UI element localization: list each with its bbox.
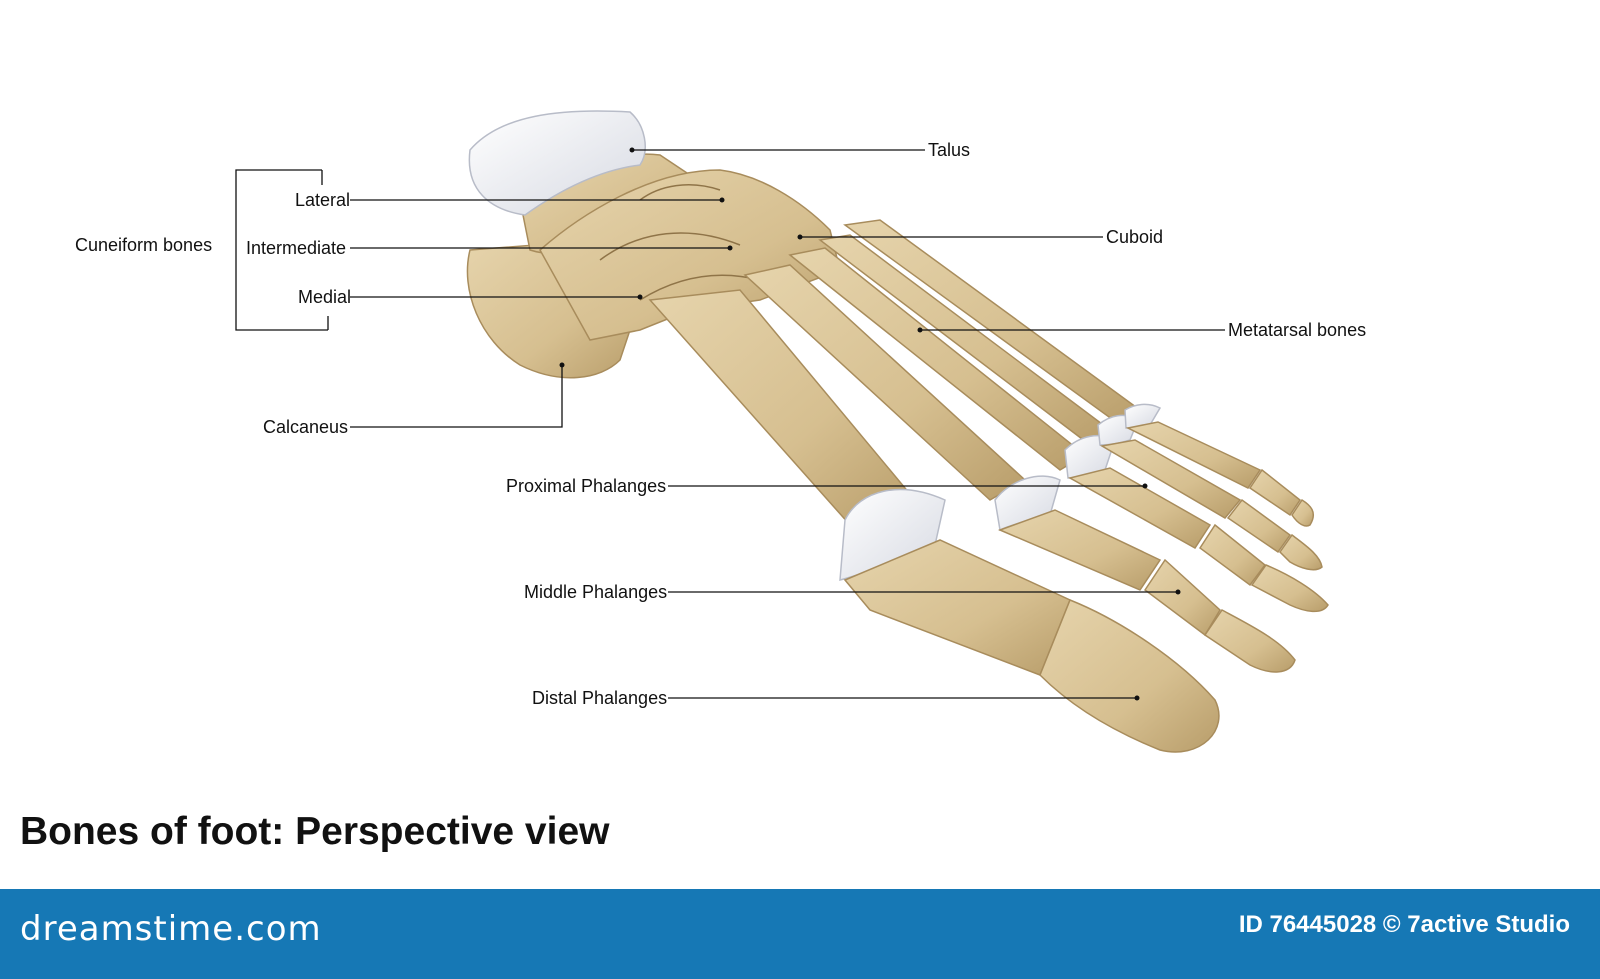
- label-distal-phalanges: Distal Phalanges: [532, 688, 668, 708]
- foot-bones-illustration: [235, 110, 1329, 753]
- label-metatarsal-bones: Metatarsal bones: [1228, 320, 1367, 340]
- label-talus: Talus: [928, 140, 971, 160]
- brand-logo-text[interactable]: dreamstime.com: [20, 909, 322, 949]
- label-medial: Medial: [298, 287, 352, 307]
- footer-bar: dreamstime.com ID 76445028 © 7active Stu…: [0, 889, 1600, 979]
- diagram-title: Bones of foot: Perspective view: [20, 810, 610, 853]
- foot-diagram: Talus Lateral Cuboid Cuneiform bones Int…: [75, 110, 1367, 753]
- middle-phalanges: [1143, 468, 1302, 637]
- leader-dots: [559, 147, 1181, 701]
- label-middle-phalanges: Middle Phalanges: [524, 582, 668, 602]
- leader-calcaneus: [350, 365, 563, 428]
- label-cuboid: Cuboid: [1106, 227, 1164, 247]
- cuneiform-bracket: [235, 169, 328, 331]
- label-calcaneus: Calcaneus: [263, 417, 349, 437]
- leader-lines: [235, 149, 1225, 699]
- image-credit: ID 76445028 © 7active Studio: [1238, 911, 1570, 938]
- label-cuneiform-bones: Cuneiform bones: [75, 235, 213, 255]
- joint-cartilage: [839, 403, 1162, 581]
- distal-phalanges: [1039, 498, 1329, 753]
- label-proximal-phalanges: Proximal Phalanges: [506, 476, 667, 496]
- label-lateral: Lateral: [295, 190, 351, 210]
- label-intermediate: Intermediate: [246, 238, 347, 258]
